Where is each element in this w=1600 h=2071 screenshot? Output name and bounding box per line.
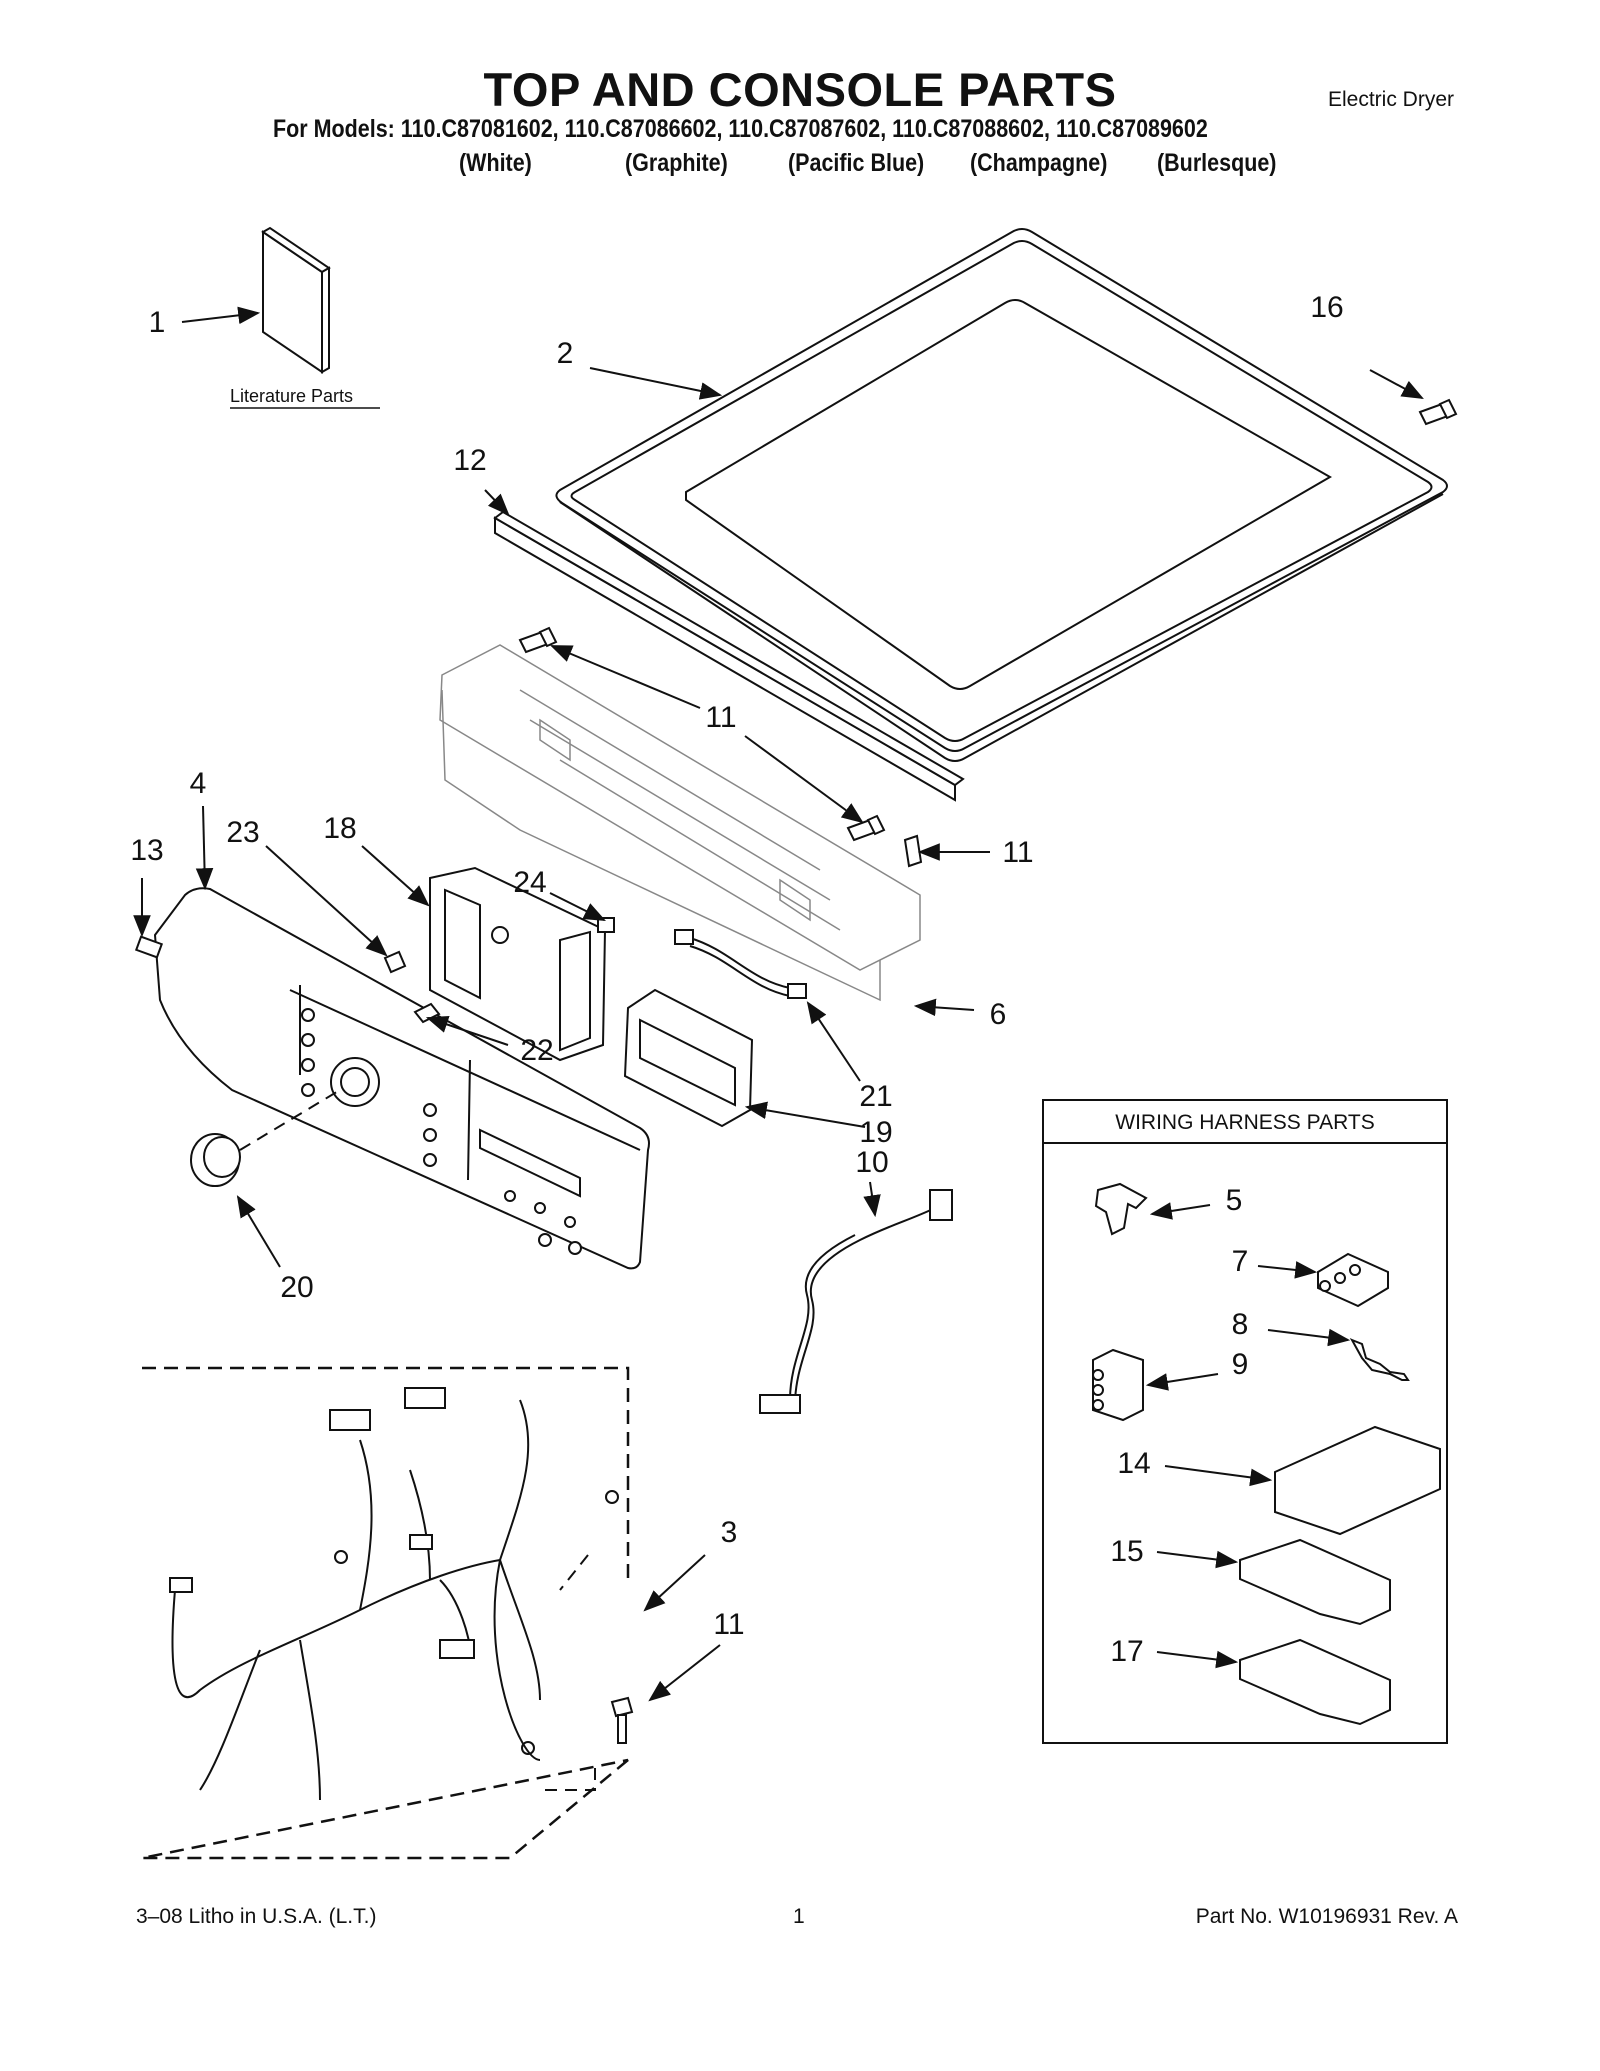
console-badge [134,935,164,959]
callout-8: 8 [1232,1308,1249,1341]
model-color-burlesque: (Burlesque) [1157,149,1277,177]
callout-24: 24 [513,866,546,899]
harness-screw [610,1696,634,1744]
wiring-harness-dashed-outline [141,1366,630,1860]
literature-parts-label: Literature Parts [230,386,353,406]
callout-1: 1 [149,306,166,339]
main-wire-harness [759,1189,953,1414]
callout-11-c: 11 [1002,836,1033,869]
appliance-type: Electric Dryer [1327,88,1454,111]
callout-15: 15 [1110,1535,1143,1568]
board-wire-harness [674,929,807,999]
model-color-graphite: (Graphite) [625,149,728,177]
console-panel [153,887,650,1270]
callout-2: 2 [557,337,574,370]
callout-7: 7 [1232,1245,1249,1278]
model-color-champagne: (Champagne) [970,149,1108,177]
control-knob [190,1133,241,1187]
callout-23: 23 [226,816,259,849]
callout-20: 20 [280,1271,313,1304]
dryer-wiring-harness [169,1387,619,1801]
console-small-parts [383,950,441,1024]
page-title: TOP AND CONSOLE PARTS [483,63,1117,116]
harness-indicator-line [545,1554,596,1791]
callout-10: 10 [855,1146,888,1179]
front-trim-strip [493,510,965,802]
footer-litho: 3–08 Litho in U.S.A. (L.T.) [136,1905,377,1928]
callout-4: 4 [190,767,207,800]
callout-22: 22 [520,1034,553,1067]
model-color-white: (White) [459,149,532,177]
callout-6: 6 [990,998,1007,1031]
dryer-top-panel [555,228,1448,762]
callout-17: 17 [1110,1635,1143,1668]
callout-11-a: 11 [705,701,736,734]
callout-19: 19 [859,1116,892,1149]
console-mounting-bracket [439,644,921,1002]
callout-21: 21 [859,1080,892,1113]
literature-booklet [261,226,331,374]
callout-11-d: 11 [713,1608,744,1641]
callout-numbers: 1 2 16 12 11 11 11 4 23 18 13 24 6 22 21… [130,291,1343,1668]
wiring-harness-parts [1092,1182,1441,1726]
callout-14: 14 [1117,1447,1150,1480]
callout-9: 9 [1232,1348,1249,1381]
footer-part-number: Part No. W10196931 Rev. A [1195,1905,1458,1928]
callout-5: 5 [1226,1184,1243,1217]
footer-page-number: 1 [793,1905,805,1928]
wiring-harness-parts-title: WIRING HARNESS PARTS [1115,1111,1374,1134]
callout-12: 12 [453,444,486,477]
callout-leader-lines [133,306,1424,1702]
models-line: For Models: 110.C87081602, 110.C87086602… [273,115,1208,143]
model-color-pacific-blue: (Pacific Blue) [788,149,925,177]
callout-16: 16 [1310,291,1343,324]
callout-3: 3 [721,1516,738,1549]
callout-13: 13 [130,834,163,867]
top-screw [1418,398,1458,426]
bracket-clip [597,917,615,933]
callout-18: 18 [323,812,356,845]
electronic-control-board [623,988,754,1128]
console-control-frame [429,866,607,1062]
